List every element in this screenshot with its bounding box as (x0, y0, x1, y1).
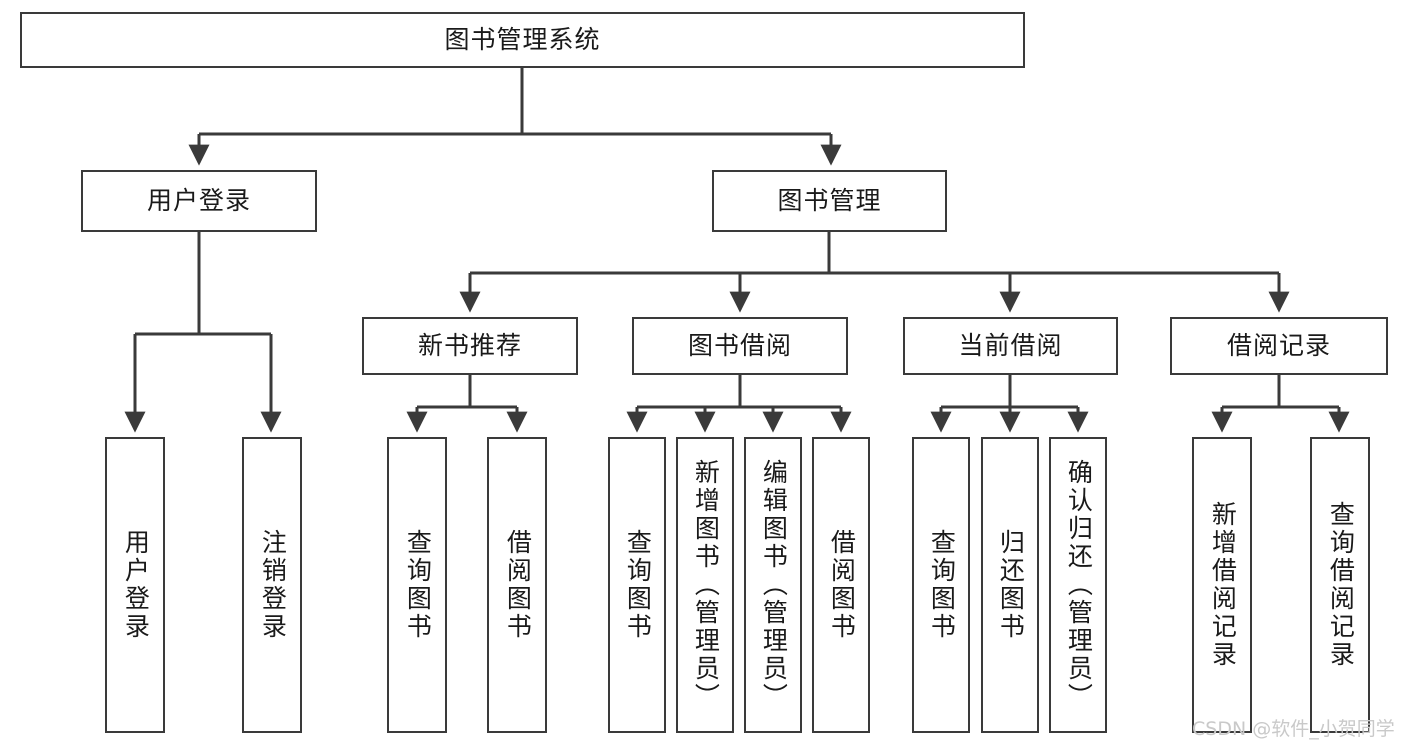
node-current-borrow[interactable]: 当前借阅 (903, 317, 1118, 375)
leaf-borrow-book-recommend-label: 借阅图书 (503, 529, 533, 641)
leaf-logout-login[interactable]: 注销登录 (242, 437, 302, 733)
leaf-borrow-book-recommend[interactable]: 借阅图书 (487, 437, 547, 733)
leaf-edit-book[interactable]: 编辑图书（管理员） (744, 437, 802, 733)
leaf-confirm-return-label: 确认归还（管理员） (1064, 459, 1094, 711)
node-user-login-label: 用户登录 (146, 186, 251, 215)
node-borrow-record-label: 借阅记录 (1226, 331, 1331, 360)
leaf-add-borrow-record[interactable]: 新增借阅记录 (1192, 437, 1252, 733)
leaf-add-book-label: 新增图书（管理员） (691, 459, 721, 711)
node-new-book-recommend[interactable]: 新书推荐 (362, 317, 578, 375)
leaf-borrow-book[interactable]: 借阅图书 (812, 437, 870, 733)
node-root[interactable]: 图书管理系统 (20, 12, 1025, 68)
node-book-management-label: 图书管理 (777, 186, 882, 215)
leaf-query-book-current-label: 查询图书 (927, 529, 957, 641)
node-book-borrow-label: 图书借阅 (687, 331, 792, 360)
leaf-edit-book-label: 编辑图书（管理员） (759, 459, 789, 711)
node-book-management[interactable]: 图书管理 (712, 170, 947, 232)
leaf-confirm-return[interactable]: 确认归还（管理员） (1049, 437, 1107, 733)
leaf-borrow-book-label: 借阅图书 (827, 529, 857, 641)
leaf-user-login[interactable]: 用户登录 (105, 437, 165, 733)
leaf-query-book-borrow[interactable]: 查询图书 (608, 437, 666, 733)
leaf-return-book-label: 归还图书 (996, 529, 1026, 641)
node-current-borrow-label: 当前借阅 (958, 331, 1063, 360)
leaf-logout-login-label: 注销登录 (258, 529, 288, 641)
leaf-user-login-label: 用户登录 (121, 529, 151, 641)
watermark-text: CSDN @软件_小贺同学 (1192, 718, 1395, 740)
leaf-query-borrow-record-label: 查询借阅记录 (1326, 501, 1356, 669)
leaf-query-book-recommend-label: 查询图书 (403, 529, 433, 641)
leaf-add-borrow-record-label: 新增借阅记录 (1208, 501, 1238, 669)
node-borrow-record[interactable]: 借阅记录 (1170, 317, 1388, 375)
leaf-return-book[interactable]: 归还图书 (981, 437, 1039, 733)
leaf-query-borrow-record[interactable]: 查询借阅记录 (1310, 437, 1370, 733)
node-book-borrow[interactable]: 图书借阅 (632, 317, 848, 375)
leaf-query-book-current[interactable]: 查询图书 (912, 437, 970, 733)
leaf-add-book[interactable]: 新增图书（管理员） (676, 437, 734, 733)
node-root-label: 图书管理系统 (444, 25, 601, 54)
leaf-query-book-recommend[interactable]: 查询图书 (387, 437, 447, 733)
leaf-query-book-borrow-label: 查询图书 (623, 529, 653, 641)
node-new-book-recommend-label: 新书推荐 (417, 331, 522, 360)
node-user-login[interactable]: 用户登录 (81, 170, 317, 232)
